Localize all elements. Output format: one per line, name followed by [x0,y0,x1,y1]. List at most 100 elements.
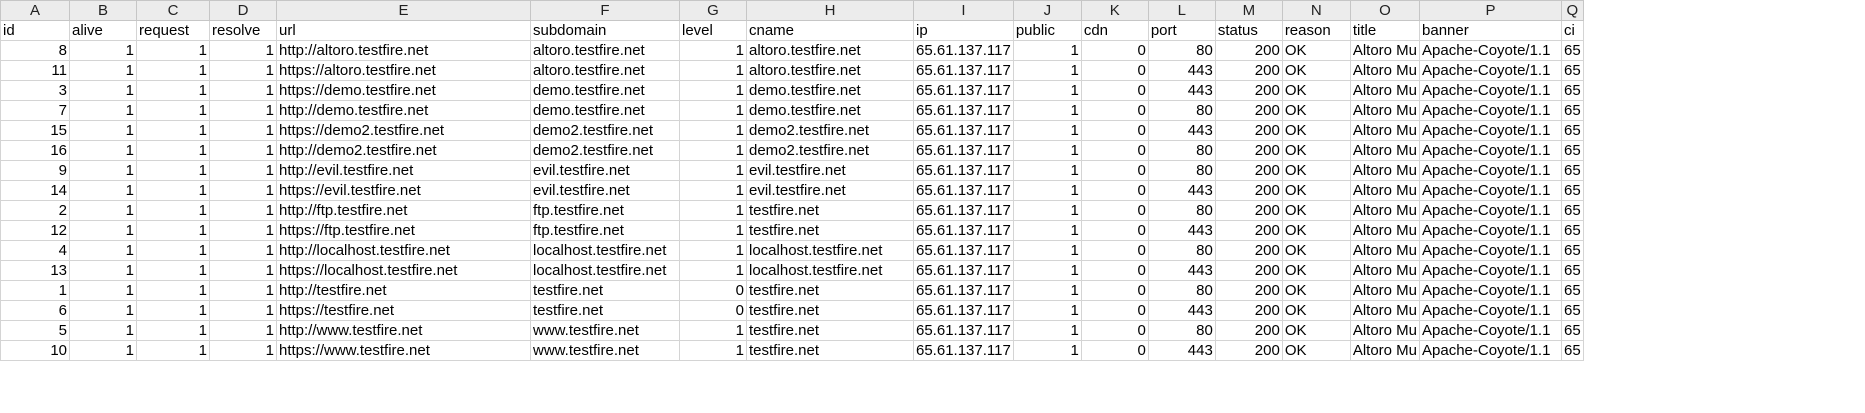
cell-reason[interactable]: OK [1281,80,1351,101]
cell-alive[interactable]: 1 [69,160,137,181]
cell-banner[interactable]: Apache-Coyote/1.1 [1419,280,1563,301]
cell-request[interactable]: 1 [136,160,210,181]
cell-subdomain[interactable]: ftp.testfire.net [530,200,680,221]
cell-cdn[interactable]: 0 [1080,140,1149,161]
cell-resolve[interactable]: 1 [209,140,277,161]
cell-resolve[interactable]: 1 [209,240,277,261]
cell-cname[interactable]: demo.testfire.net [746,80,914,101]
cell-banner[interactable]: Apache-Coyote/1.1 [1419,160,1563,181]
header-cell-ci[interactable]: ci [1561,20,1584,41]
cell-title[interactable]: Altoro Mu [1349,280,1421,301]
cell-cdn[interactable]: 0 [1080,340,1149,361]
cell-status[interactable]: 200 [1214,200,1283,221]
cell-id[interactable]: 7 [0,100,70,121]
cell-banner[interactable]: Apache-Coyote/1.1 [1419,120,1563,141]
cell-url[interactable]: https://ftp.testfire.net [276,220,531,241]
cell-request[interactable]: 1 [136,320,210,341]
cell-banner[interactable]: Apache-Coyote/1.1 [1419,200,1563,221]
cell-url[interactable]: https://demo2.testfire.net [276,120,531,141]
cell-cdn[interactable]: 0 [1080,200,1149,221]
cell-id[interactable]: 1 [0,280,70,301]
cell-level[interactable]: 1 [679,220,747,241]
cell-cname[interactable]: localhost.testfire.net [746,260,914,281]
header-cell-subdomain[interactable]: subdomain [530,20,680,41]
header-cell-status[interactable]: status [1214,20,1283,41]
cell-ip[interactable]: 65.61.137.117 [913,220,1014,241]
cell-request[interactable]: 1 [136,200,210,221]
cell-title[interactable]: Altoro Mu [1349,40,1421,61]
cell-cname[interactable]: demo2.testfire.net [746,140,914,161]
cell-request[interactable]: 1 [136,340,210,361]
cell-title[interactable]: Altoro Mu [1349,340,1421,361]
cell-ip[interactable]: 65.61.137.117 [913,340,1014,361]
cell-ip[interactable]: 65.61.137.117 [913,300,1014,321]
cell-port[interactable]: 443 [1147,80,1216,101]
cell-ci[interactable]: 65 [1561,340,1584,361]
cell-subdomain[interactable]: www.testfire.net [530,320,680,341]
cell-level[interactable]: 1 [679,140,747,161]
cell-resolve[interactable]: 1 [209,200,277,221]
cell-port[interactable]: 80 [1147,140,1216,161]
cell-id[interactable]: 9 [0,160,70,181]
column-letter-m[interactable]: M [1214,0,1283,21]
header-cell-reason[interactable]: reason [1281,20,1351,41]
cell-port[interactable]: 80 [1147,160,1216,181]
cell-status[interactable]: 200 [1214,220,1283,241]
cell-public[interactable]: 1 [1012,300,1082,321]
cell-port[interactable]: 80 [1147,280,1216,301]
cell-ip[interactable]: 65.61.137.117 [913,280,1014,301]
cell-port[interactable]: 443 [1147,220,1216,241]
cell-cname[interactable]: testfire.net [746,340,914,361]
header-cell-resolve[interactable]: resolve [209,20,277,41]
cell-request[interactable]: 1 [136,80,210,101]
cell-port[interactable]: 80 [1147,240,1216,261]
cell-ci[interactable]: 65 [1561,60,1584,81]
cell-resolve[interactable]: 1 [209,80,277,101]
cell-reason[interactable]: OK [1281,320,1351,341]
cell-reason[interactable]: OK [1281,300,1351,321]
cell-banner[interactable]: Apache-Coyote/1.1 [1419,140,1563,161]
cell-resolve[interactable]: 1 [209,120,277,141]
column-letter-p[interactable]: P [1419,0,1563,21]
column-letter-e[interactable]: E [276,0,531,21]
cell-cname[interactable]: testfire.net [746,280,914,301]
cell-port[interactable]: 443 [1147,260,1216,281]
cell-alive[interactable]: 1 [69,220,137,241]
cell-status[interactable]: 200 [1214,300,1283,321]
cell-ci[interactable]: 65 [1561,300,1584,321]
cell-alive[interactable]: 1 [69,120,137,141]
cell-level[interactable]: 1 [679,160,747,181]
cell-cdn[interactable]: 0 [1080,220,1149,241]
cell-url[interactable]: https://evil.testfire.net [276,180,531,201]
cell-reason[interactable]: OK [1281,240,1351,261]
cell-banner[interactable]: Apache-Coyote/1.1 [1419,320,1563,341]
cell-level[interactable]: 1 [679,40,747,61]
cell-public[interactable]: 1 [1012,260,1082,281]
column-letter-j[interactable]: J [1012,0,1082,21]
cell-reason[interactable]: OK [1281,100,1351,121]
cell-alive[interactable]: 1 [69,200,137,221]
cell-public[interactable]: 1 [1012,280,1082,301]
cell-banner[interactable]: Apache-Coyote/1.1 [1419,180,1563,201]
cell-status[interactable]: 200 [1214,60,1283,81]
cell-reason[interactable]: OK [1281,280,1351,301]
cell-alive[interactable]: 1 [69,280,137,301]
cell-public[interactable]: 1 [1012,180,1082,201]
cell-level[interactable]: 1 [679,80,747,101]
cell-banner[interactable]: Apache-Coyote/1.1 [1419,80,1563,101]
header-cell-ip[interactable]: ip [913,20,1014,41]
cell-level[interactable]: 0 [679,300,747,321]
cell-subdomain[interactable]: altoro.testfire.net [530,60,680,81]
cell-ci[interactable]: 65 [1561,100,1584,121]
cell-request[interactable]: 1 [136,260,210,281]
cell-public[interactable]: 1 [1012,340,1082,361]
cell-public[interactable]: 1 [1012,80,1082,101]
cell-status[interactable]: 200 [1214,140,1283,161]
cell-request[interactable]: 1 [136,180,210,201]
cell-request[interactable]: 1 [136,100,210,121]
cell-ip[interactable]: 65.61.137.117 [913,160,1014,181]
header-cell-request[interactable]: request [136,20,210,41]
cell-banner[interactable]: Apache-Coyote/1.1 [1419,300,1563,321]
cell-subdomain[interactable]: testfire.net [530,280,680,301]
cell-cdn[interactable]: 0 [1080,120,1149,141]
